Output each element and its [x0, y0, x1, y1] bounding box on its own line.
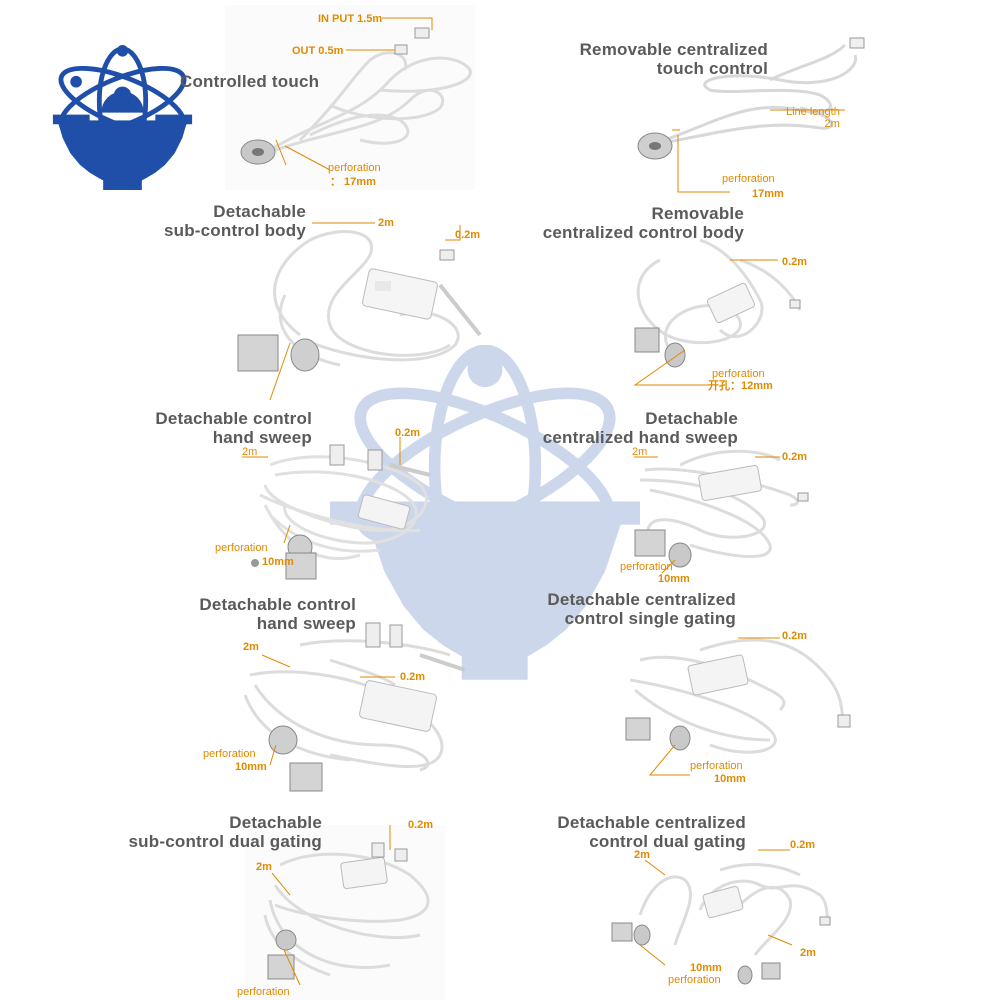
panel-title: Removable centralized touch control: [579, 40, 768, 78]
perforation-size-label: 10mm: [658, 573, 690, 585]
short-cable-length-label: 0.2m: [395, 427, 421, 439]
sensor-switch-cable-photo: [625, 637, 851, 776]
sensor-switch-cable-photo: [237, 222, 482, 401]
product-panel-removable-centralized-touch: Removable centralized touch control Line…: [500, 0, 1000, 200]
short-cable-length-label: 0.2m: [790, 839, 816, 851]
panel-title: Detachable control hand sweep: [199, 595, 356, 633]
sensor-switch-cable-photo: [633, 238, 802, 386]
perforation-size-label: 10mm: [262, 556, 294, 568]
panel-title: Detachable sub-control dual gating: [128, 813, 322, 851]
sensor-switch-cable-photo: [243, 622, 466, 792]
perforation-label: perforation: [668, 974, 721, 986]
product-panel-detachable-control-hand-sweep-1: Detachable control hand sweep 2m 0.2m pe…: [0, 405, 500, 595]
perforation-size-label: 开孔：12mm: [708, 380, 773, 392]
short-cable-length-label: 0.2m: [455, 229, 481, 241]
perforation-label: perforation: [712, 368, 765, 380]
panel-title: Detachable control hand sweep: [155, 409, 312, 447]
perforation-size-label: ： 17mm: [330, 176, 376, 188]
product-panel-controlled-touch: Controlled touch IN PUT 1.5m OUT 0.5m pe…: [0, 0, 480, 195]
cable-length-label: 2m: [242, 446, 258, 458]
sensor-switch-cable-photo: [611, 849, 832, 985]
panel-title: Detachable centralized control dual gati…: [557, 813, 746, 851]
touch-switch-cable-photo: [637, 37, 865, 193]
sensor-switch-cable-photo: [245, 825, 445, 1000]
short-cable-length-label: 0.2m: [400, 671, 426, 683]
cable-length-label: 2m: [243, 641, 259, 653]
panel-title: Detachable centralized control single ga…: [547, 590, 736, 628]
short-cable-length-label: 0.2m: [782, 630, 808, 642]
panel-title: Controlled touch: [180, 72, 320, 91]
sensor-switch-cable-photo: [242, 437, 431, 580]
product-panel-detachable-centralized-hand-sweep: Detachable centralized hand sweep 2m 0.2…: [500, 405, 1000, 595]
panel-title: Detachable centralized hand sweep: [542, 409, 738, 447]
cable-length-label: 2m: [634, 849, 650, 861]
second-cable-length-label: 2m: [800, 947, 816, 959]
sensor-switch-cable-photo: [634, 449, 809, 574]
product-panel-removable-centralized-control-body: Removable centralized control body 0.2m …: [500, 200, 1000, 395]
perforation-size-label: 17mm: [752, 188, 784, 200]
perforation-label: perforation: [237, 986, 290, 998]
perforation-size-label: 10mm: [690, 962, 722, 974]
panel-title: Detachable sub-control body: [163, 202, 306, 240]
touch-switch-cable-photo: [225, 5, 475, 190]
perforation-label: perforation: [722, 173, 775, 185]
perforation-label: perforation: [328, 162, 381, 174]
cable-length-label: 2m: [256, 861, 272, 873]
perforation-label: perforation: [203, 748, 256, 760]
perforation-label: perforation: [620, 561, 673, 573]
perforation-size-label: 10mm: [714, 773, 746, 785]
product-panel-detachable-sub-control-dual-gating: Detachable sub-control dual gating 0.2m …: [0, 805, 500, 1000]
product-panel-detachable-centralized-dual-gating: Detachable centralized control dual gati…: [500, 805, 1000, 1000]
atom-gear-watermark-icon: [330, 345, 640, 680]
short-cable-length-label: 0.2m: [408, 819, 434, 831]
short-cable-length-label: 0.2m: [782, 451, 808, 463]
perforation-label: perforation: [690, 760, 743, 772]
product-panel-detachable-sub-control-body: Detachable sub-control body 2m 0.2m: [0, 195, 500, 405]
line-length-label: Line length 2m: [786, 106, 840, 130]
product-panel-detachable-centralized-single-gating: Detachable centralized control single ga…: [500, 590, 1000, 790]
product-panel-detachable-control-hand-sweep-2: Detachable control hand sweep 2m 0.2m pe…: [0, 595, 500, 800]
perforation-size-label: 10mm: [235, 761, 267, 773]
atom-gear-logo-icon: [52, 45, 193, 190]
short-cable-length-label: 0.2m: [782, 256, 808, 268]
cable-length-label: 2m: [378, 217, 394, 229]
perforation-label: perforation: [215, 542, 268, 554]
cable-length-label: 2m: [632, 446, 648, 458]
input-length-label: IN PUT 1.5m: [318, 13, 383, 25]
output-length-label: OUT 0.5m: [292, 45, 344, 57]
panel-title: Removable centralized control body: [542, 204, 744, 242]
